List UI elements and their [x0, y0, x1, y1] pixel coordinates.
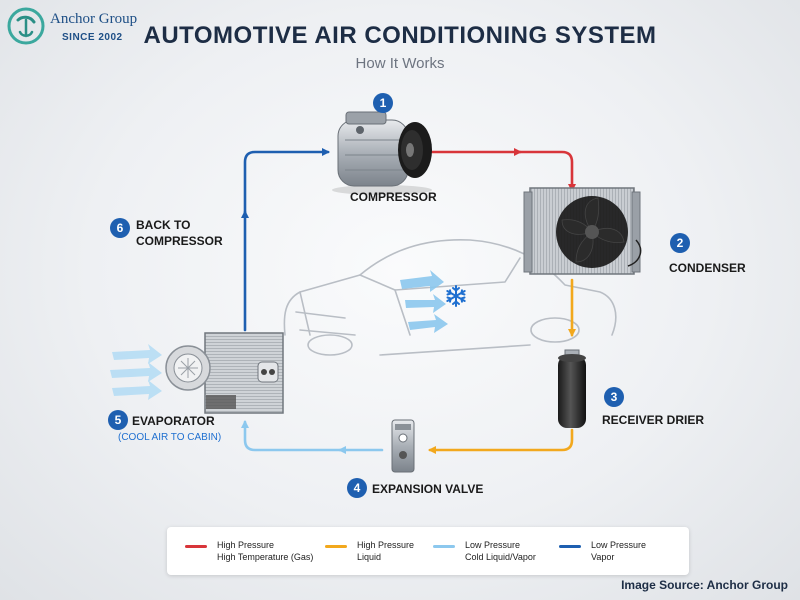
- evaporator-image: [165, 332, 284, 414]
- logo-name: Anchor Group: [50, 11, 138, 27]
- legend-text-line2: High Temperature (Gas): [217, 552, 314, 562]
- legend-text-line1: Low Pressure: [465, 540, 521, 550]
- legend-item-low-pressure-vapor: Low Pressure Vapor: [559, 539, 646, 563]
- badge-evaporator: 5: [108, 410, 128, 430]
- snowflake-icon: [444, 284, 468, 308]
- legend-text-line2: Cold Liquid/Vapor: [465, 552, 536, 562]
- receiver-drier-image: [558, 349, 586, 428]
- legend-text-line1: Low Pressure: [591, 540, 647, 550]
- refrigerant-lines: [241, 148, 576, 454]
- page-title: AUTOMOTIVE AIR CONDITIONING SYSTEM: [143, 22, 657, 49]
- legend-item-high-pressure-liquid: High Pressure Liquid: [325, 539, 414, 563]
- label-condenser: CONDENSER: [669, 261, 746, 275]
- badge-receiver-drier: 3: [604, 387, 624, 407]
- label-back-to-compressor-line2: COMPRESSOR: [136, 234, 223, 248]
- condenser-image: [523, 187, 642, 275]
- expansion-valve-image: [391, 419, 415, 473]
- label-compressor: COMPRESSOR: [350, 190, 437, 204]
- car-outline: [283, 238, 617, 356]
- cabin-airflow-arrows: [400, 270, 448, 333]
- anchor-group-logo: Anchor Group SINCE 2002: [4, 4, 154, 50]
- badge-expansion-valve: 4: [347, 478, 367, 498]
- label-expansion-valve: EXPANSION VALVE: [372, 482, 484, 496]
- label-evaporator: EVAPORATOR: [132, 414, 215, 428]
- evaporator-airflow-arrows: [110, 344, 162, 400]
- legend-swatch: [325, 545, 347, 548]
- legend-text-line1: High Pressure: [217, 540, 275, 550]
- legend-text-line1: High Pressure: [357, 540, 415, 550]
- legend-swatch: [559, 545, 581, 548]
- sublabel-evaporator: (COOL AIR TO CABIN): [118, 432, 222, 443]
- legend-item-low-pressure-cold: Low Pressure Cold Liquid/Vapor: [433, 539, 536, 563]
- legend-swatch: [185, 545, 207, 548]
- label-back-to-compressor-line1: BACK TO: [136, 218, 191, 232]
- badge-condenser: 2: [670, 233, 690, 253]
- page-subtitle: How It Works: [355, 55, 445, 72]
- badge-compressor: 1: [373, 93, 393, 113]
- logo-since: SINCE 2002: [62, 32, 123, 43]
- image-source: Image Source: Anchor Group: [621, 578, 788, 592]
- anchor-logo-icon: [7, 7, 45, 45]
- legend-item-high-pressure-gas: High Pressure High Temperature (Gas): [185, 539, 313, 563]
- legend: High Pressure High Temperature (Gas) Hig…: [167, 527, 689, 575]
- legend-text-line2: Liquid: [357, 552, 382, 562]
- legend-text-line2: Vapor: [591, 552, 615, 562]
- legend-swatch: [433, 545, 455, 548]
- compressor-image: [332, 111, 432, 195]
- label-receiver-drier: RECEIVER DRIER: [602, 413, 705, 427]
- badge-back-to-compressor: 6: [110, 218, 130, 238]
